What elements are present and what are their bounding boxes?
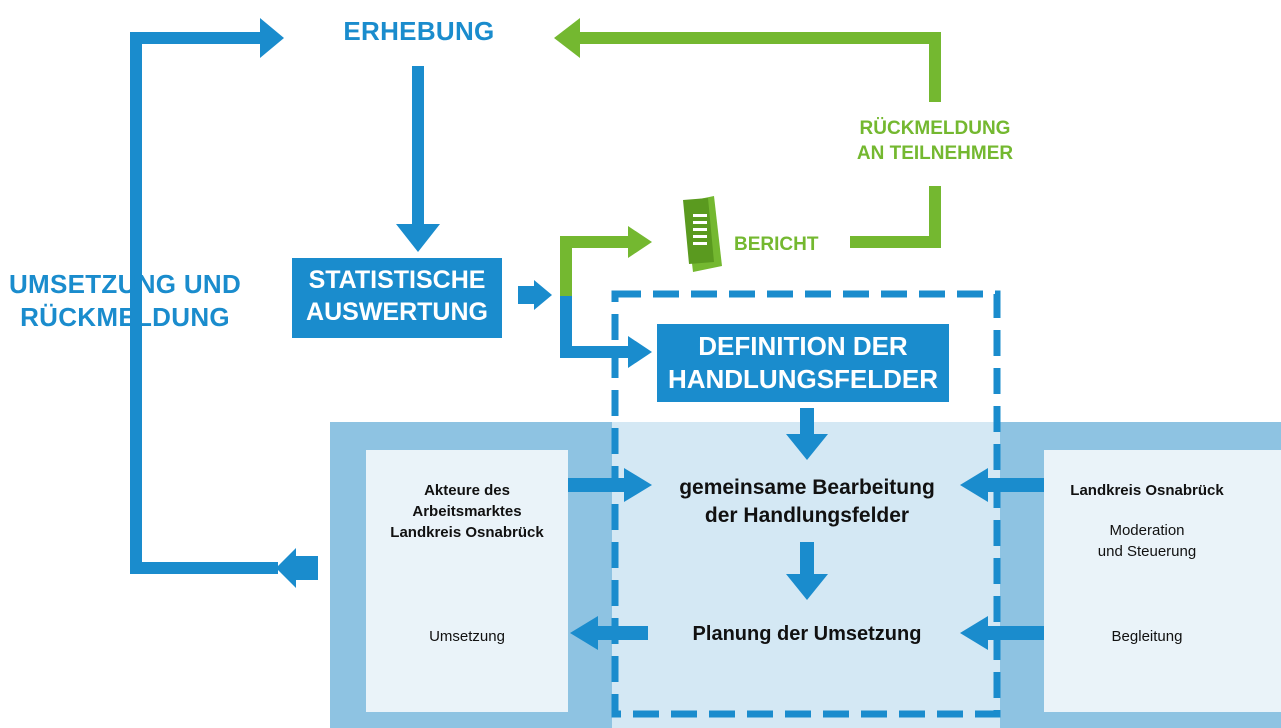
down-arrow-1 xyxy=(786,434,828,460)
akteure-label: Akteure des Arbeitsmarktes Landkreis Osn… xyxy=(366,480,568,543)
umsetzung-out-shaft xyxy=(594,626,648,640)
moderation-label: Moderation und Steuerung xyxy=(1044,520,1250,562)
begleitung-in-arrow xyxy=(960,616,988,650)
umsetzung-rueckmeldung-line2: RÜCKMELDUNG xyxy=(20,302,230,332)
definition-line2: HANDLUNGSFELDER xyxy=(667,364,939,394)
definition-label: DEFINITION DER HANDLUNGSFELDER xyxy=(657,330,949,396)
statistische-auswertung-box xyxy=(292,258,502,338)
planung-label: Planung der Umsetzung xyxy=(692,623,922,645)
arrow-green-to-erhebung xyxy=(554,18,580,58)
statistische-line1: STATISTISCHE xyxy=(308,266,486,294)
rueckmeldung-teilnehmer-line1: RÜCKMELDUNG xyxy=(859,118,1011,139)
gemeinsame-line1: gemeinsame Bearbeitung xyxy=(679,476,935,499)
umsetzung-out-arrow xyxy=(570,616,598,650)
akteure-line1: Akteure des xyxy=(424,482,510,499)
down-shaft-2 xyxy=(800,542,814,578)
statistics-arrow-tail xyxy=(518,286,536,304)
green-return-upper xyxy=(578,32,941,102)
arrow-to-bericht xyxy=(628,226,652,258)
left-in-shaft xyxy=(568,478,628,492)
right-in-shaft xyxy=(984,478,1044,492)
down-shaft-1 xyxy=(800,408,814,438)
left-in-arrow xyxy=(624,468,652,502)
dashed-frame xyxy=(611,290,1001,718)
moderation-line1: Moderation xyxy=(1109,522,1185,539)
moderation-line2: und Steuerung xyxy=(1097,543,1197,560)
umsetzung-label: Umsetzung xyxy=(429,628,505,645)
left-actor-panel xyxy=(366,450,568,712)
erhebung-label: ERHEBUNG xyxy=(343,16,495,46)
right-actor-panel xyxy=(1044,450,1281,712)
right-in-arrow xyxy=(960,468,988,502)
statistische-line2: AUSWERTUNG xyxy=(306,298,488,326)
umsetzung-rueckmeldung-label: UMSETZUNG UND RÜCKMELDUNG xyxy=(0,268,250,334)
green-return-lower xyxy=(850,186,941,248)
definition-line1: DEFINITION DER xyxy=(698,331,908,361)
statistics-arrow-head xyxy=(534,280,552,310)
rueckmeldung-teilnehmer-line2: AN TEILNEHMER xyxy=(856,143,1014,164)
gemeinsame-bearbeitung-label: gemeinsame Bearbeitung der Handlungsfeld… xyxy=(640,474,974,530)
erhebung-down-shaft xyxy=(412,66,424,226)
report-document-icon xyxy=(683,196,722,272)
gemeinsame-line2: der Handlungsfelder xyxy=(704,504,910,527)
arrow-left-umsetzung xyxy=(276,548,296,588)
feedback-loop-line xyxy=(130,32,278,574)
arrow-to-erhebung xyxy=(260,18,284,58)
akteure-line2: Arbeitsmarktes xyxy=(412,503,522,520)
landkreis-label: Landkreis Osnabrück xyxy=(1070,482,1224,499)
rueckmeldung-teilnehmer-label: RÜCKMELDUNG AN TEILNEHMER xyxy=(830,116,1040,166)
definition-box xyxy=(657,324,949,402)
bericht-label: BERICHT xyxy=(734,234,819,255)
begleitung-label: Begleitung xyxy=(1111,628,1183,645)
green-branch-line xyxy=(560,236,630,296)
umsetzung-rueckmeldung-line1: UMSETZUNG UND xyxy=(8,269,242,299)
down-arrow-2 xyxy=(786,574,828,600)
akteure-line3: Landkreis Osnabrück xyxy=(390,524,544,541)
begleitung-in-shaft xyxy=(984,626,1044,640)
arrow-tail-umsetzung xyxy=(294,556,318,580)
blue-branch-line xyxy=(560,296,630,358)
statistische-auswertung-label: STATISTISCHE AUSWERTUNG xyxy=(292,264,502,328)
erhebung-down-arrow xyxy=(396,224,440,252)
arrow-to-definition xyxy=(628,336,652,368)
